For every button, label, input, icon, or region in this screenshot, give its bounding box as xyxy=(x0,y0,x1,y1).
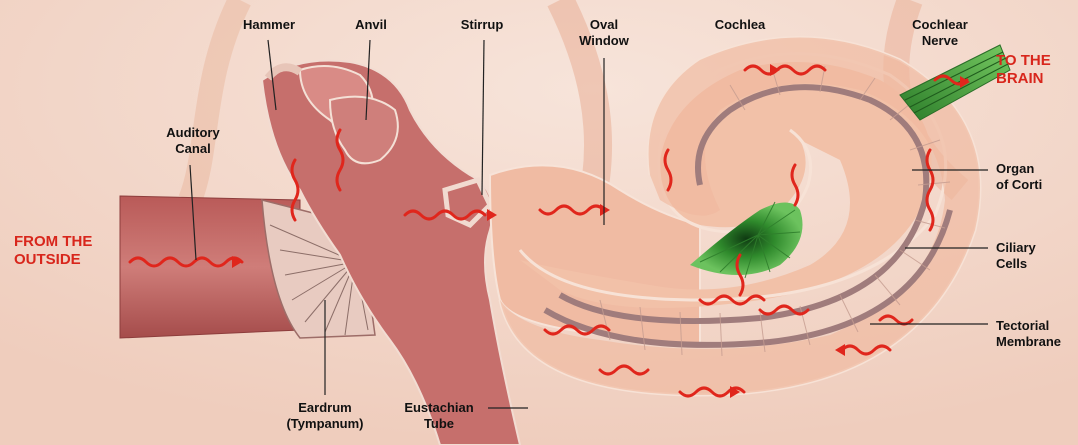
anvil-label: Anvil xyxy=(346,17,396,33)
hammer-label: Hammer xyxy=(234,17,304,33)
stirrup-label: Stirrup xyxy=(452,17,512,33)
cochlea-label: Cochlea xyxy=(703,17,777,33)
eardrum-label: Eardrum(Tympanum) xyxy=(270,400,380,432)
